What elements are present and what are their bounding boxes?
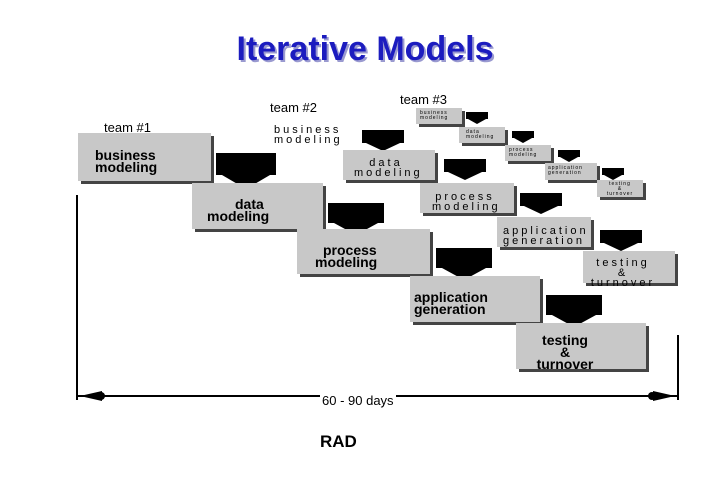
team-2-label: team #2: [270, 100, 317, 115]
t3-testing-turnover-box: [597, 180, 643, 197]
t3-application-generation-box: [545, 163, 597, 180]
t1-data-modeling-label: data modeling: [207, 196, 270, 224]
t1-process-modeling-label: process modeling: [315, 242, 378, 270]
t3-testing-turnover-label: testing & turnover: [606, 181, 634, 197]
t1-business-modeling-label: business modeling: [95, 147, 158, 175]
timeline-right-arrowhead: [653, 391, 675, 401]
t1-process-modeling-box: [297, 229, 430, 274]
t3-business-modeling-label: business modeling: [420, 110, 449, 121]
timeline-left-dot: [97, 392, 105, 400]
t3-data-modeling-label: data modeling: [466, 129, 495, 140]
timeline-right-dot: [648, 392, 656, 400]
method-label: RAD: [320, 432, 357, 451]
t1-testing-turnover-box: [516, 323, 646, 369]
timeline-right-bound: [677, 335, 679, 400]
t1-data-modeling-box: [192, 183, 323, 229]
diagram-title: Iterative Models: [236, 30, 494, 68]
t1-application-generation-label: application generation: [414, 289, 488, 317]
timeline-duration-label: 60 - 90 days: [320, 393, 396, 408]
t2-application-generation-label: application generation: [503, 225, 589, 247]
t3-process-modeling-box: [505, 145, 551, 161]
timeline-left-bound: [76, 195, 78, 400]
t2-business-modeling-label: business modeling: [274, 124, 343, 146]
t2-data-modeling-box: [343, 150, 435, 180]
t2-process-modeling-label: process modeling: [432, 191, 501, 213]
t1-application-generation-box: [410, 276, 540, 322]
t3-process-modeling-label: process modeling: [509, 147, 538, 158]
t2-application-generation-box: [497, 217, 591, 247]
t3-data-modeling-box: [459, 127, 505, 143]
t2-process-modeling-box: [420, 183, 514, 213]
t2-data-modeling-label: data modeling: [354, 157, 423, 179]
team-3-label: team #3: [400, 92, 447, 107]
t2-testing-turnover-box: [583, 251, 675, 283]
t3-application-generation-label: application generation: [548, 165, 583, 176]
t2-testing-turnover-label: testing & turnover: [590, 257, 656, 289]
t1-testing-turnover-label: testing & turnover: [536, 332, 594, 372]
t3-business-modeling-box: [416, 108, 462, 124]
team-1-label: team #1: [104, 120, 151, 135]
timeline-left-arrowhead: [80, 391, 102, 401]
t1-business-modeling-box: [78, 133, 211, 181]
